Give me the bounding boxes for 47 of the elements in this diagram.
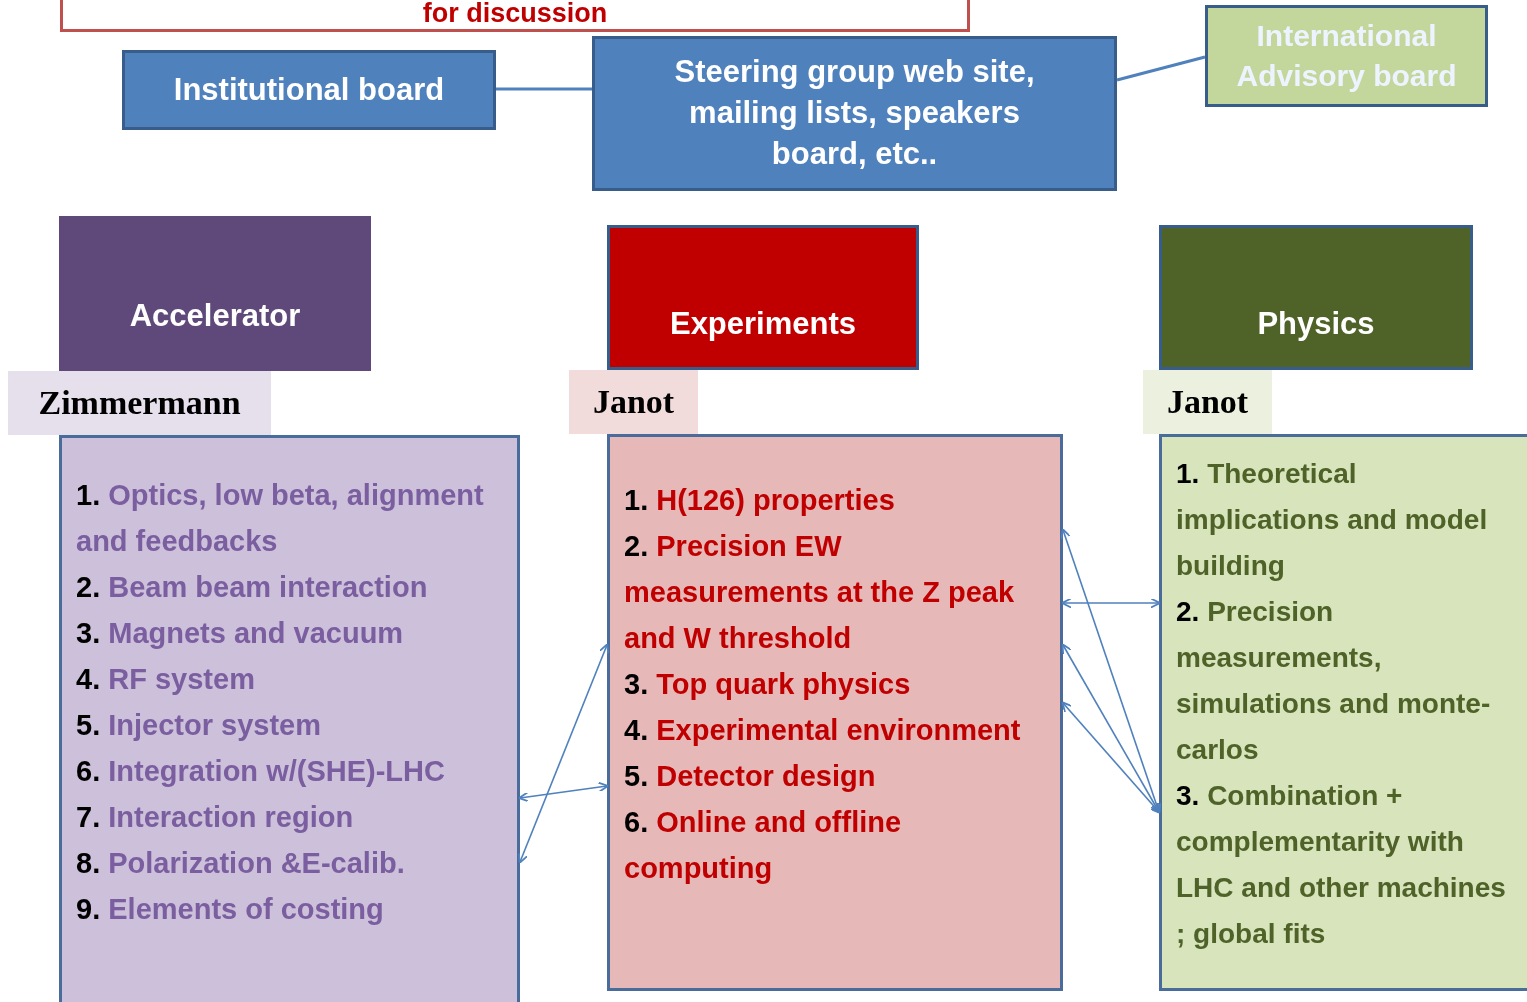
list-item: 6. Integration w/(SHE)-LHC [76, 754, 445, 789]
topic-list-box [607, 434, 1063, 991]
list-item: 7. Interaction region [76, 800, 354, 835]
person-tag [8, 371, 271, 435]
person-tag [1143, 370, 1272, 434]
list-item: 6. Online and offline computing [624, 805, 903, 886]
area-header-box [59, 216, 371, 371]
list-item: 2. Precision EW measurements at the Z peak and W threshold [624, 529, 1016, 656]
topic-list-box [1159, 434, 1527, 991]
person-name: Zimmermann [38, 382, 241, 423]
note-box [60, 0, 970, 32]
person-tag [569, 370, 698, 434]
list-item: 3. Combination + complementarity with LHC and other machines ; global fits [1176, 779, 1507, 951]
area-header-box [1159, 225, 1473, 370]
arrow [1061, 597, 1161, 609]
list-item: 1. H(126) properties [624, 483, 895, 518]
list-item: 3. Magnets and vacuum [76, 616, 404, 651]
list-item: 2. Beam beam interaction [76, 570, 428, 605]
connector-line [496, 87, 592, 91]
box-title: Physics [1257, 305, 1375, 343]
list-item: 1. Optics, low beta, alignment and feedbacks [76, 478, 485, 559]
list-item: 1. Theoretical implications and model building [1176, 457, 1489, 583]
connector-line [1116, 55, 1206, 82]
box-title: Steering group web site, mailing lists, speakers board, etc.. [673, 53, 1036, 173]
board-box [1205, 5, 1488, 107]
box-title: International Advisory board [1235, 18, 1458, 94]
list-item: 2. Precision measurements, simulations and monte-carlos [1176, 595, 1492, 767]
box-title: Accelerator [129, 297, 301, 335]
list-item: 5. Detector design [624, 759, 876, 794]
list-item: 5. Injector system [76, 708, 321, 743]
area-header-box [607, 225, 919, 370]
arrow [518, 781, 609, 803]
list-item: 8. Polarization &E-calib. [76, 846, 405, 881]
box-title: Experiments [669, 305, 857, 343]
box-title: for discussion [422, 0, 608, 27]
arrow [517, 643, 610, 864]
box-title: Institutional board [173, 70, 445, 109]
list-item: 4. RF system [76, 662, 255, 697]
list-item: 3. Top quark physics [624, 667, 911, 702]
group-box [592, 36, 1117, 191]
list-item: 9. Elements of costing [76, 892, 384, 927]
person-name: Janot [592, 381, 675, 422]
list-item: 4. Experimental environment [624, 713, 1021, 748]
board-box [122, 50, 496, 130]
person-name: Janot [1166, 381, 1249, 422]
arrow [1061, 701, 1161, 814]
topic-list-box [59, 435, 520, 1002]
